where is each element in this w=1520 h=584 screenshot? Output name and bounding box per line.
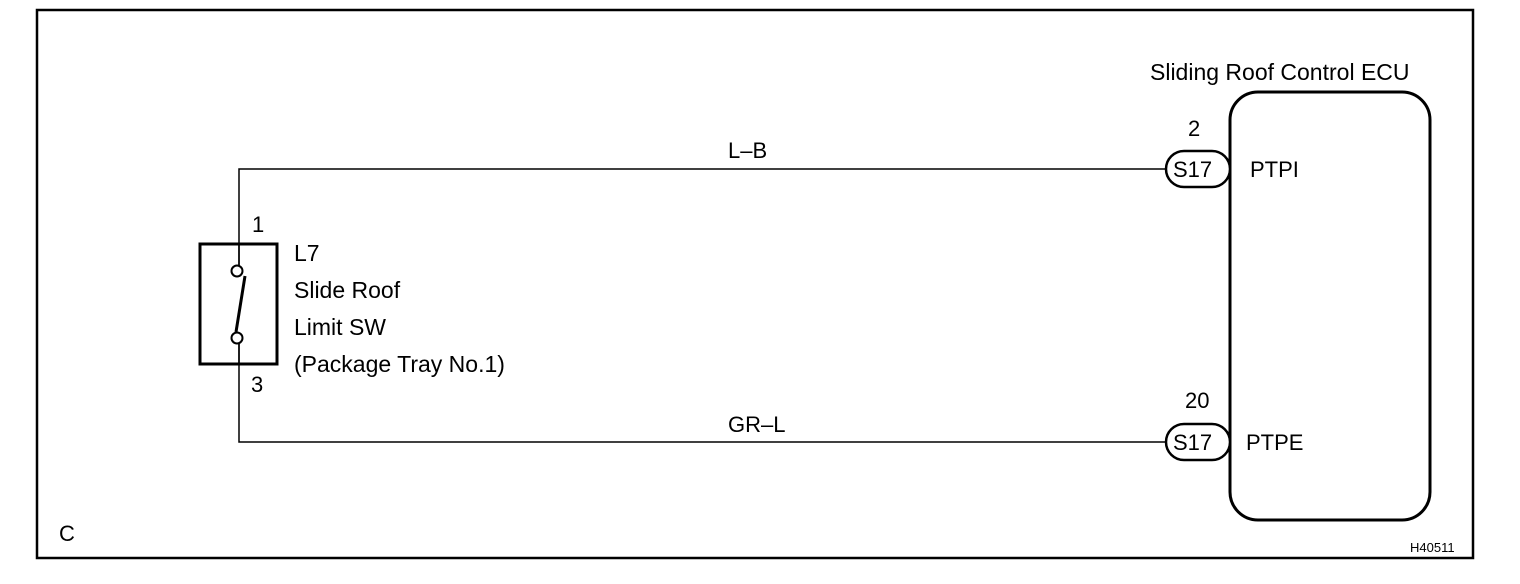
ecu-box [1228,90,1432,522]
figure-code: H40511 [1410,540,1455,555]
switch-pin-top: 1 [252,212,264,237]
corner-letter: C [59,521,75,546]
connector-s17-pin2 [1164,149,1232,189]
terminal-ptpe: PTPE [1246,430,1303,455]
pin-number-20: 20 [1185,388,1209,413]
switch-pin-bottom: 3 [251,372,263,397]
switch-connector-id: L7 [294,240,320,266]
switch-name-line1: Slide Roof [294,277,401,303]
wire-l-b-label: L–B [728,138,767,163]
switch-contact-top [230,264,244,278]
wire-gr-l-label: GR–L [728,412,785,437]
ecu-title: Sliding Roof Control ECU [1150,59,1410,85]
wire-l-b [238,168,1168,270]
connector-s17-pin20-label: S17 [1173,430,1212,455]
connector-s17-pin2-label: S17 [1173,157,1212,182]
diagram-frame [35,8,1475,560]
wire-gr-l [238,338,1168,443]
terminal-ptpi: PTPI [1250,157,1299,182]
pin-number-2: 2 [1188,116,1200,141]
switch-contact-bottom [230,331,244,345]
switch-location: (Package Tray No.1) [294,351,505,377]
connector-s17-pin20 [1164,422,1232,462]
switch-name-line2: Limit SW [294,314,386,340]
switch-blade [234,275,247,333]
